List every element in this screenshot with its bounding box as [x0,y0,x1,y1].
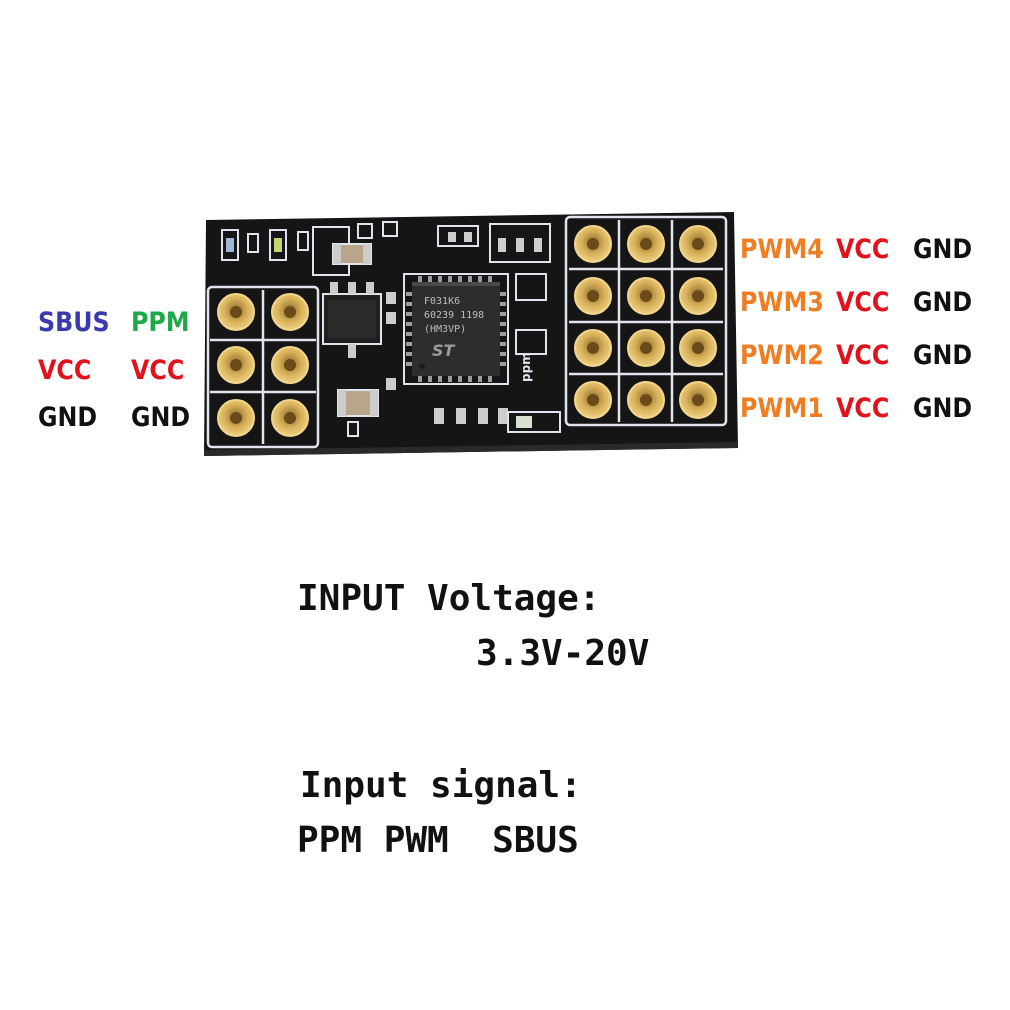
mid-right-silkscreen [507,273,561,433]
chip-marking-line2: 60239 1198 [424,310,484,321]
pcb-edge [204,442,738,456]
top-components [332,232,542,265]
chip-marking-line1: F031K6 [424,296,460,307]
right-label-gnd-row1: GND [913,234,973,265]
receiver-board: F031K6 60239 1198 (HM3VP) ST ppm [204,212,738,456]
input-signal-value: PPM PWM SBUS [297,820,579,861]
resistor-array [386,292,508,424]
status-leds [221,229,287,261]
input-signal-label: Input signal: [300,765,582,806]
left-pin-pads [217,293,309,437]
mcu-chip: F031K6 60239 1198 (HM3VP) ST [403,273,509,385]
top-silkscreen [247,221,551,276]
right-label-pwm1: PWM1 [740,393,824,424]
right-label-vcc-row4: VCC [836,393,890,424]
right-label-gnd-row4: GND [913,393,973,424]
right-label-gnd-row3: GND [913,340,973,371]
left-label-gnd-1: GND [38,402,98,433]
left-header [206,285,320,449]
bottom-led [516,416,532,428]
board-mark-label: ppm [519,352,533,382]
input-voltage-value: 3.3V-20V [476,633,650,674]
right-header [564,215,728,427]
right-label-vcc-row3: VCC [836,340,890,371]
left-label-vcc-1: VCC [38,355,92,386]
bottom-capacitor [337,389,379,437]
left-label-sbus: SBUS [38,307,110,338]
chip-logo: ST [432,341,456,360]
chip-marking-line3: (HM3VP) [424,324,466,335]
right-label-vcc-row1: VCC [836,234,890,265]
voltage-regulator [322,282,382,358]
left-label-ppm: PPM [131,307,190,338]
right-label-pwm4: PWM4 [740,234,824,265]
right-label-pwm3: PWM3 [740,287,824,318]
right-pin-pads [574,225,717,419]
left-label-gnd-2: GND [131,402,191,433]
input-voltage-label: INPUT Voltage: [297,578,601,619]
right-label-gnd-row2: GND [913,287,973,318]
left-label-vcc-2: VCC [131,355,185,386]
board-mark-text: ppm [519,352,533,382]
right-label-pwm2: PWM2 [740,340,824,371]
right-label-vcc-row2: VCC [836,287,890,318]
